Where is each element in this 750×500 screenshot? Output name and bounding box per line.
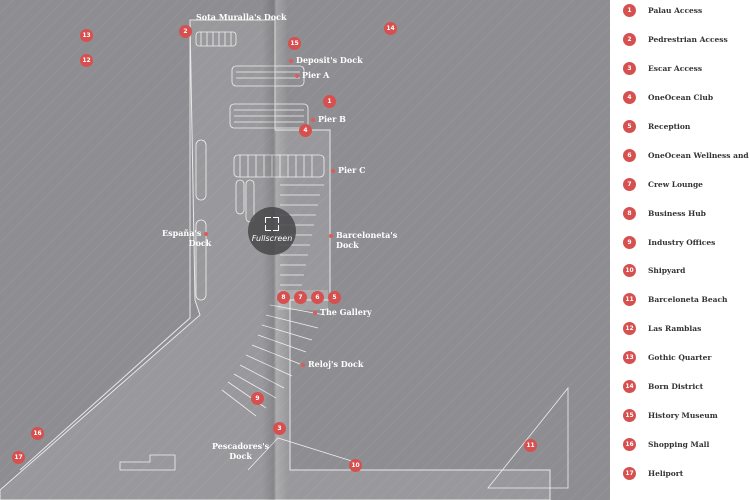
map-marker-14[interactable]: 14 — [384, 22, 397, 35]
legend-marker: 12 — [623, 322, 636, 335]
map-marker-8[interactable]: 8 — [277, 291, 290, 304]
label-the-gallery: The Gallery — [310, 307, 372, 317]
fullscreen-button[interactable]: Fullscreen — [248, 207, 296, 255]
legend-marker: 15 — [623, 409, 636, 422]
legend-marker: 10 — [623, 264, 636, 277]
label-barceloneta-dock: Barceloneta's Dock — [326, 230, 397, 250]
legend-label: OneOcean Club — [648, 93, 714, 102]
map-drawing — [0, 19, 569, 500]
legend-marker: 17 — [623, 467, 636, 480]
map-marker-3[interactable]: 3 — [273, 422, 286, 435]
port-map[interactable]: Sota Muralla's Dock Deposit's Dock Pier … — [0, 0, 610, 500]
map-marker-9[interactable]: 9 — [251, 392, 264, 405]
legend-marker: 9 — [623, 236, 636, 249]
legend-label: Escar Access — [648, 64, 703, 73]
legend-marker: 5 — [623, 120, 636, 133]
map-marker-4[interactable]: 4 — [299, 124, 312, 137]
legend-label: Crew Lounge — [648, 180, 703, 189]
legend-marker: 11 — [623, 293, 636, 306]
legend-label: Reception — [648, 122, 691, 131]
fullscreen-icon — [265, 217, 279, 231]
map-marker-10[interactable]: 10 — [349, 459, 362, 472]
label-pescadores-dock: Pescadores's Dock — [212, 441, 270, 461]
map-marker-6[interactable]: 6 — [311, 291, 324, 304]
legend-label: Las Ramblas — [648, 324, 702, 333]
legend-marker: 7 — [623, 178, 636, 191]
map-marker-15[interactable]: 15 — [288, 37, 301, 50]
legend-label: Heliport — [648, 469, 684, 478]
legend-label: Business Hub — [648, 209, 706, 218]
label-espana-dock: España's Dock — [162, 228, 212, 248]
legend-label: Born District — [648, 382, 704, 391]
legend-marker: 8 — [623, 207, 636, 220]
map-marker-11[interactable]: 11 — [524, 439, 537, 452]
map-marker-13[interactable]: 13 — [80, 29, 93, 42]
legend-panel: 1 Palau Access 2 Pedrestrian Access 3 Escar… — [610, 0, 750, 500]
label-pier-a: Pier A — [292, 70, 329, 80]
label-pier-c: Pier C — [328, 165, 366, 175]
legend-marker: 3 — [623, 62, 636, 75]
map-marker-17[interactable]: 17 — [12, 451, 25, 464]
legend-label: Pedrestrian Access — [648, 35, 728, 44]
legend-label: Palau Access — [648, 6, 703, 15]
legend-marker: 1 — [623, 4, 636, 17]
legend-label: Gothic Quarter — [648, 353, 712, 362]
label-reloj-dock: Reloj's Dock — [298, 359, 363, 369]
legend-marker: 13 — [623, 351, 636, 364]
legend-marker: 14 — [623, 380, 636, 393]
legend-label: OneOcean Wellness and Gym — [648, 151, 750, 160]
legend-marker: 16 — [623, 438, 636, 451]
map-marker-5[interactable]: 5 — [328, 291, 341, 304]
map-marker-1[interactable]: 1 — [323, 95, 336, 108]
legend-label: Shipyard — [648, 266, 686, 275]
legend-label: Industry Offices — [648, 238, 716, 247]
map-marker-16[interactable]: 16 — [31, 427, 44, 440]
fullscreen-label: Fullscreen — [251, 234, 293, 243]
legend-label: History Museum — [648, 411, 718, 420]
legend-label: Barceloneta Beach — [648, 295, 728, 304]
map-marker-7[interactable]: 7 — [294, 291, 307, 304]
label-pier-b: Pier B — [308, 114, 346, 124]
legend-marker: 2 — [623, 33, 636, 46]
legend-marker: 4 — [623, 91, 636, 104]
map-marker-12[interactable]: 12 — [80, 54, 93, 67]
label-deposit-dock: Deposit's Dock — [286, 55, 363, 65]
legend-label: Shopping Mall — [648, 440, 710, 449]
label-sota-muralla: Sota Muralla's Dock — [196, 12, 287, 22]
map-marker-2[interactable]: 2 — [179, 25, 192, 38]
legend-marker: 6 — [623, 149, 636, 162]
